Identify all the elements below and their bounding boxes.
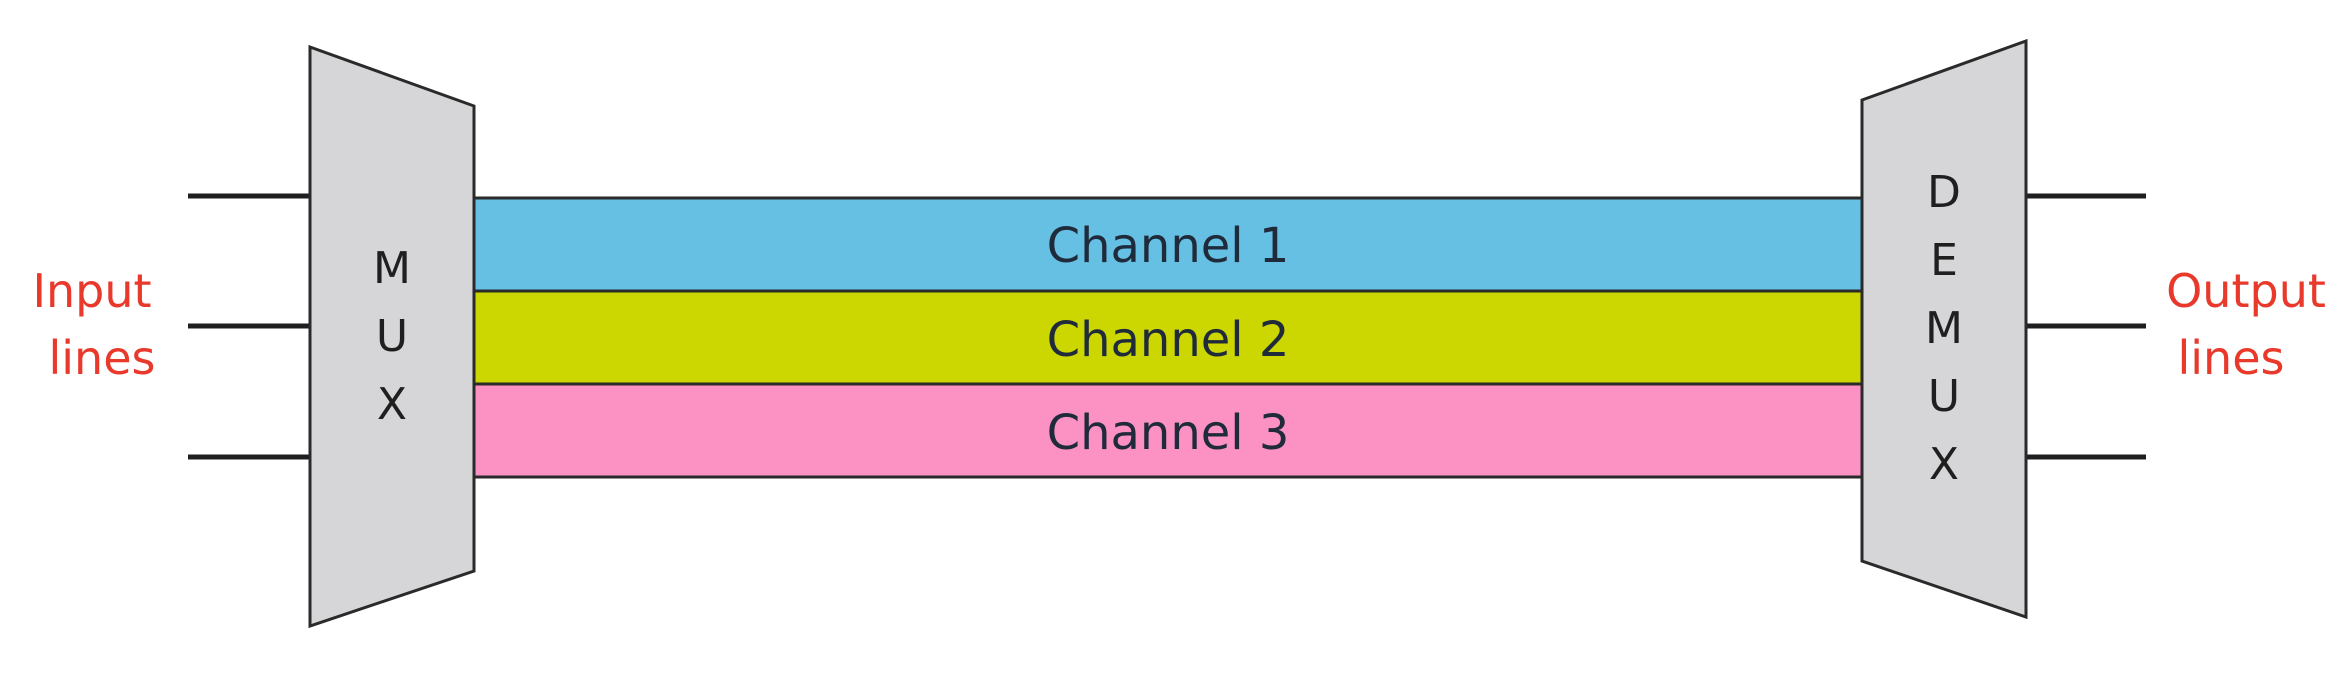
demux-letter-1: D xyxy=(1927,167,1961,218)
demux-shape xyxy=(1860,38,2028,620)
mux-shape xyxy=(308,44,476,629)
demux-letter-4: U xyxy=(1928,371,1960,422)
demux-letter-2: E xyxy=(1930,235,1958,286)
demux-letter-3: M xyxy=(1925,303,1963,354)
input-lines-label: Input lines xyxy=(32,264,155,385)
demux-letter-5: X xyxy=(1929,439,1959,490)
mux-letter-3: X xyxy=(377,379,407,430)
mux-block: M U X xyxy=(308,44,476,629)
input-label-line-1: Input xyxy=(32,264,151,318)
channel-label-3: Channel 3 xyxy=(1047,405,1290,461)
channel-label-1: Channel 1 xyxy=(1047,218,1290,274)
channel-bands: Channel 1 Channel 2 Channel 3 xyxy=(472,196,1864,479)
output-lines-label: Output lines xyxy=(2166,264,2326,385)
input-lines xyxy=(188,193,310,460)
output-label-line-2: lines xyxy=(2178,331,2285,385)
input-label-line-2: lines xyxy=(49,331,156,385)
output-label-line-1: Output xyxy=(2166,264,2326,318)
mux-letter-2: U xyxy=(376,311,408,362)
mux-letter-1: M xyxy=(373,243,411,294)
demux-block: D E M U X xyxy=(1860,38,2028,620)
channel-label-2: Channel 2 xyxy=(1047,312,1290,368)
output-lines xyxy=(2026,193,2146,460)
